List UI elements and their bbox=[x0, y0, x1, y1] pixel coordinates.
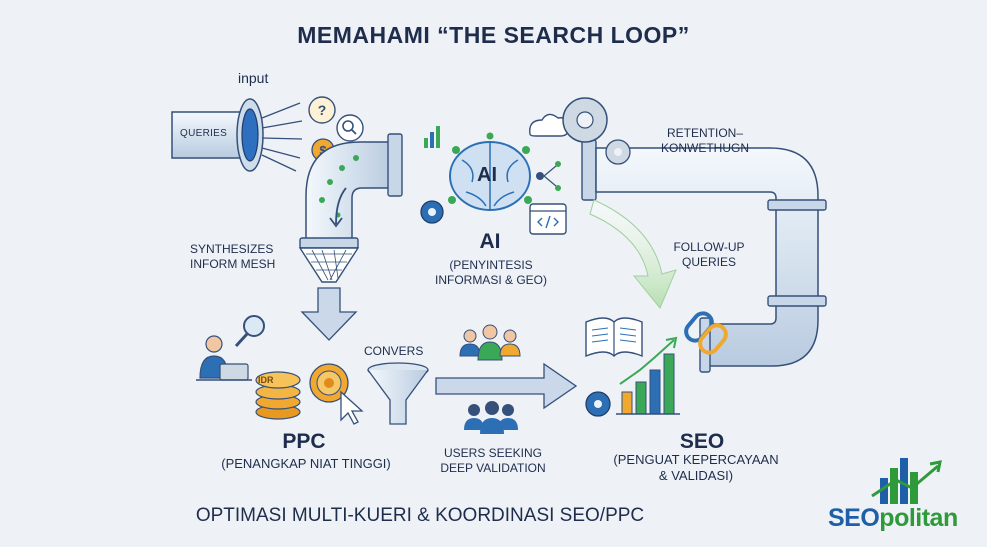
chain-link-icon bbox=[684, 311, 728, 355]
filter-mesh bbox=[298, 247, 360, 283]
chart-mini-icon bbox=[424, 126, 440, 148]
brand-logo: SEOpolitan bbox=[828, 504, 958, 533]
code-window-icon bbox=[529, 203, 567, 235]
convers-label: CONVERS bbox=[364, 344, 424, 358]
brain-icon bbox=[448, 132, 532, 211]
ppc-subtitle: (PENANGKAP NIAT TINGGI) bbox=[221, 456, 391, 471]
growth-chart-icon bbox=[616, 336, 680, 415]
target-icon bbox=[309, 363, 349, 403]
search-bubble-icon bbox=[336, 114, 364, 142]
curved-pipe-left bbox=[299, 133, 403, 249]
brand-logo-part2: politan bbox=[879, 504, 958, 532]
coin-label: IDR bbox=[258, 375, 274, 385]
ai-brain-text: AI bbox=[477, 164, 497, 186]
open-book-icon bbox=[585, 317, 643, 358]
svg-text:?: ? bbox=[318, 102, 327, 118]
down-arrow bbox=[300, 287, 358, 341]
right-pipe-loop bbox=[581, 139, 827, 373]
follow-up-label: FOLLOW-UP QUERIES bbox=[673, 240, 745, 269]
page-title: MEMAHAMI “THE SEARCH LOOP” bbox=[297, 22, 690, 48]
brand-logo-graphic bbox=[871, 458, 942, 504]
ppc-title: PPC bbox=[282, 430, 326, 453]
input-pipe bbox=[171, 98, 303, 172]
ai-title: AI bbox=[479, 230, 501, 253]
cursor-icon bbox=[340, 390, 364, 425]
right-arrow bbox=[435, 362, 578, 410]
input-label: input bbox=[238, 70, 269, 86]
svg-text:$: $ bbox=[319, 143, 327, 158]
footer-caption: OPTIMASI MULTI-KUERI & KOORDINASI SEO/PP… bbox=[195, 505, 645, 526]
queries-label: QUERIES bbox=[180, 128, 228, 139]
magnifier-icon bbox=[234, 315, 265, 348]
brand-logo-part1: SEO bbox=[828, 504, 880, 532]
funnel-icon bbox=[367, 362, 429, 425]
seo-subtitle: (PENGUAT KEPERCAYAAN & VALIDASI) bbox=[613, 452, 779, 483]
synthesizes-label: SYNTHESIZES INFORM MESH bbox=[190, 242, 276, 271]
gear-large-icon bbox=[562, 97, 631, 165]
coin-stack-icon bbox=[255, 371, 301, 420]
retention-label: RETENTION– KONWETHUGN bbox=[661, 126, 749, 155]
gear-seo-icon bbox=[585, 391, 611, 417]
gear-small-icon bbox=[420, 200, 444, 224]
ai-subtitle: (PENYINTESIS INFORMASI & GEO) bbox=[434, 258, 547, 287]
follow-up-arrow bbox=[589, 199, 677, 309]
network-node-icon bbox=[536, 161, 561, 191]
users-group-top-icon bbox=[459, 324, 521, 361]
seo-title: SEO bbox=[679, 430, 725, 453]
person-laptop-icon bbox=[196, 335, 252, 381]
users-group-bottom-icon bbox=[464, 401, 518, 434]
users-seeking-label: USERS SEEKING DEEP VALIDATION bbox=[440, 446, 546, 475]
question-icon: ? bbox=[308, 96, 336, 124]
